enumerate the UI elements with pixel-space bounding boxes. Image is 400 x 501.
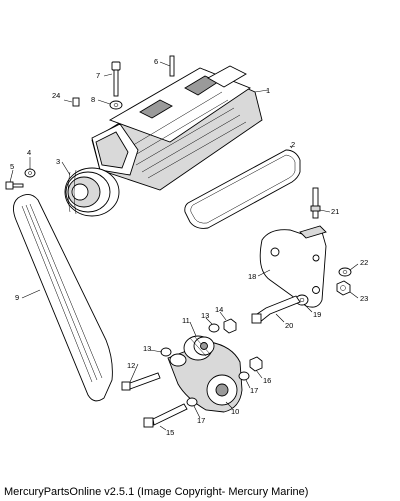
callout-21: 21 (331, 207, 339, 216)
callout-6: 6 (154, 57, 158, 66)
bolt-5[interactable] (5, 181, 24, 190)
plug-24[interactable] (72, 97, 80, 107)
callout-9: 9 (15, 293, 19, 302)
parts-diagram: 1 2 3 4 5 6 7 8 9 10 11 12 13 13 14 15 1… (5, 55, 368, 437)
callout-13a: 13 (143, 344, 151, 353)
washer-8[interactable] (109, 100, 123, 110)
idler-pulley[interactable] (183, 335, 215, 361)
tensioner-assembly[interactable] (167, 341, 243, 413)
washer-13a[interactable] (208, 323, 220, 333)
callout-1: 1 (266, 86, 270, 95)
bolt-20[interactable] (251, 295, 301, 324)
callout-4: 4 (27, 148, 31, 157)
callout-labels: 1 2 3 4 5 6 7 8 9 10 11 12 13 13 14 15 1… (10, 57, 368, 437)
stud-6[interactable] (169, 55, 175, 77)
callout-10: 10 (231, 407, 239, 416)
washer-17b[interactable] (186, 397, 198, 407)
stud-21[interactable] (310, 187, 321, 219)
callout-14: 14 (215, 305, 223, 314)
washer-4[interactable] (24, 168, 36, 178)
nut-23[interactable] (336, 280, 351, 296)
callout-7: 7 (96, 71, 100, 80)
callout-5: 5 (10, 162, 14, 171)
washer-17a[interactable] (238, 371, 250, 381)
callout-19: 19 (313, 310, 321, 319)
bolt-12[interactable] (121, 372, 161, 391)
callout-3: 3 (56, 157, 60, 166)
callout-13b: 13 (201, 311, 209, 320)
washer-13b[interactable] (160, 347, 172, 357)
leader-lines (9, 61, 359, 431)
drive-belt[interactable] (13, 194, 113, 402)
nut-14[interactable] (223, 318, 237, 334)
mounting-bracket[interactable] (259, 225, 327, 308)
callout-17a: 17 (250, 386, 258, 395)
supercharger-pulley[interactable] (64, 167, 120, 217)
callout-17b: 17 (197, 416, 205, 425)
callout-8: 8 (91, 95, 95, 104)
bolt-15[interactable] (143, 403, 188, 428)
callout-23: 23 (360, 294, 368, 303)
callout-2: 2 (291, 140, 295, 149)
callout-22: 22 (360, 258, 368, 267)
washer-22[interactable] (338, 267, 352, 277)
copyright-footer: MercuryPartsOnline v2.5.1 (Image Copyrig… (4, 486, 309, 498)
nut-16[interactable] (249, 356, 263, 372)
callout-24: 24 (52, 91, 60, 100)
callout-20: 20 (285, 321, 293, 330)
callout-12: 12 (127, 361, 135, 370)
callout-11: 11 (182, 316, 190, 325)
bolt-7[interactable] (111, 61, 121, 97)
gasket[interactable] (184, 149, 301, 229)
callout-15: 15 (166, 428, 174, 437)
callout-16: 16 (263, 376, 271, 385)
callout-18: 18 (248, 272, 256, 281)
supercharger-assembly[interactable] (91, 65, 263, 191)
